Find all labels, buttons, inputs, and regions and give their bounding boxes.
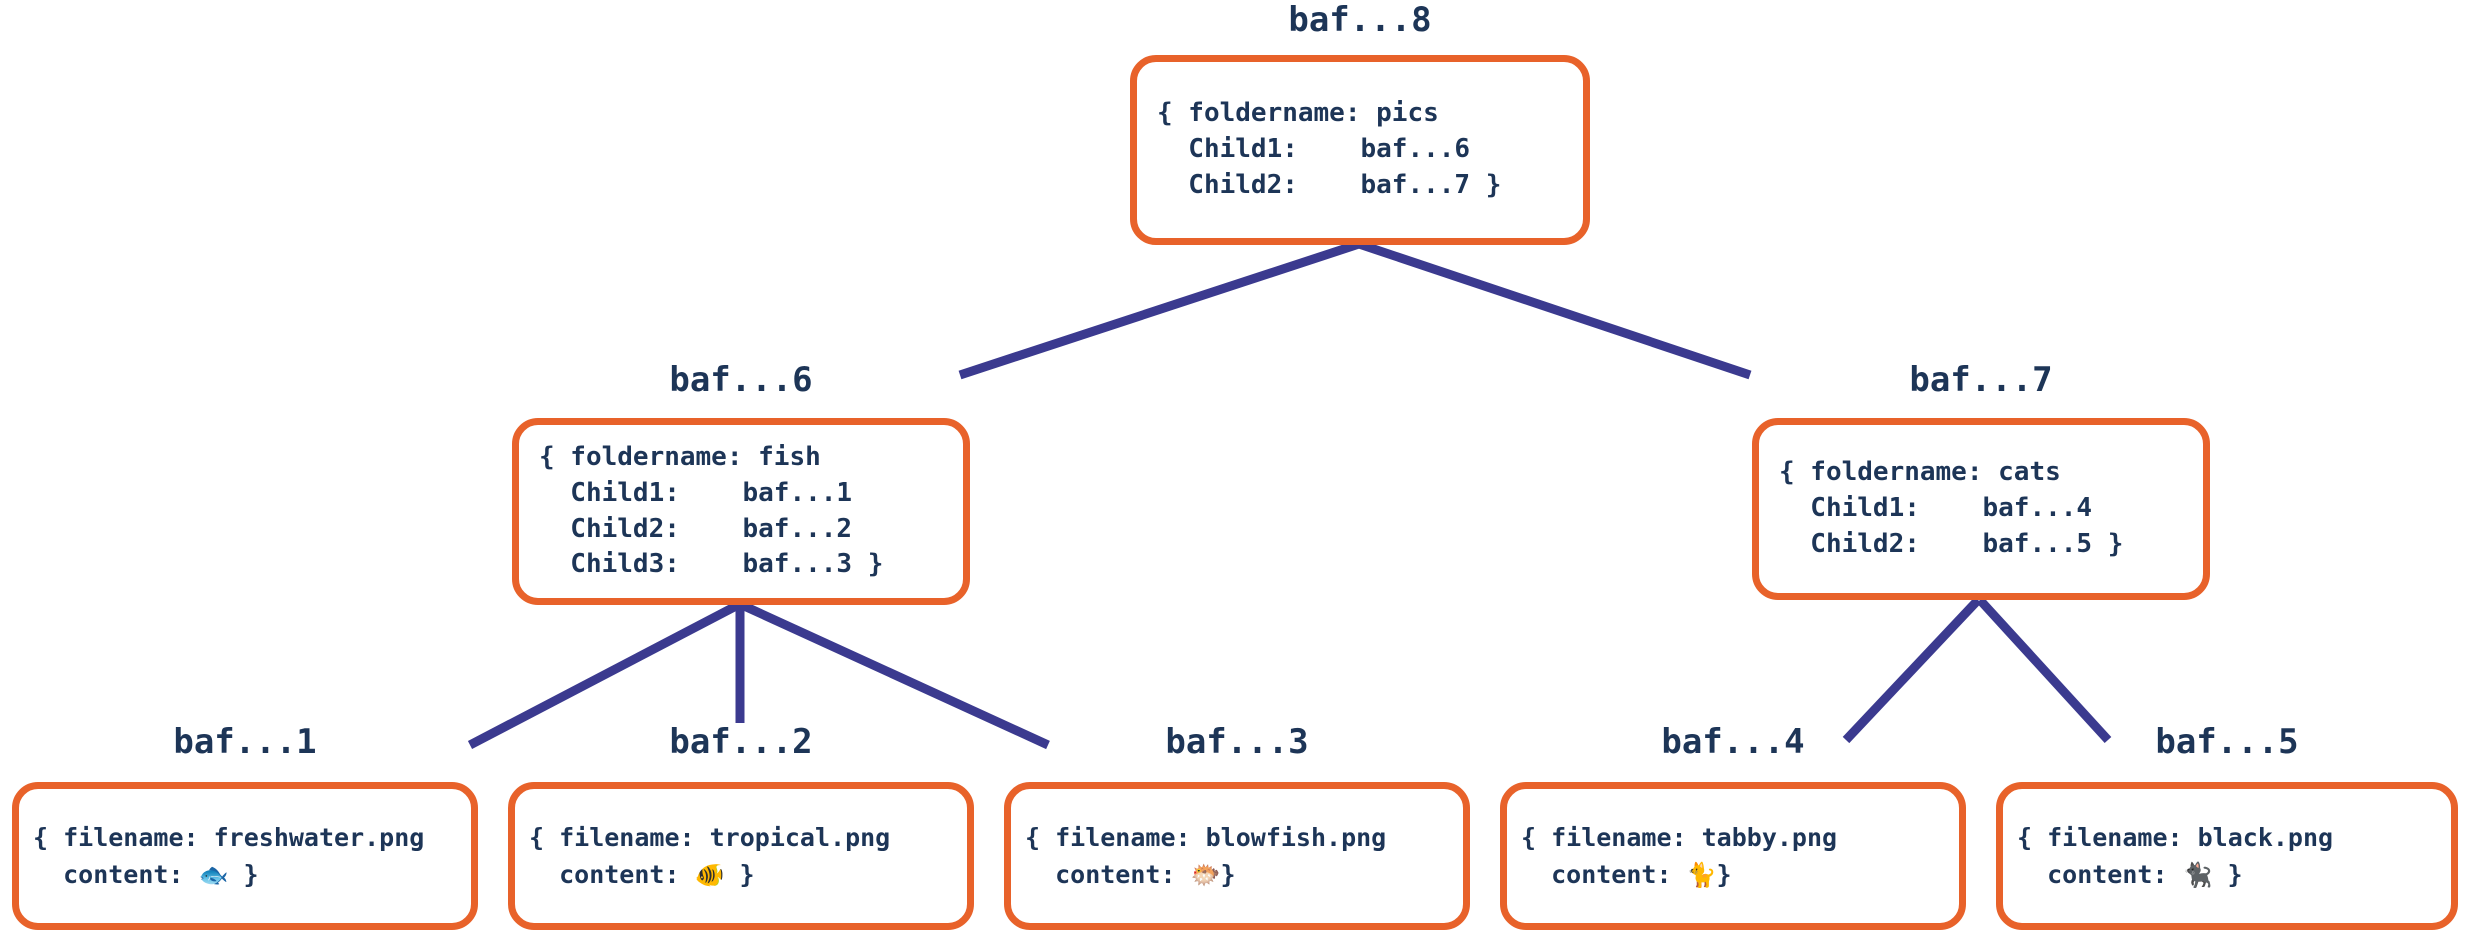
node-fish-line-4: Child3: baf...3 }	[539, 549, 884, 580]
node-cats-body: { foldername: cats Child1: baf...4 Child…	[1759, 455, 2123, 563]
cat-emoji: 🐈	[1686, 861, 1717, 889]
node-leaf4[interactable]: baf...4 { filename: tabby.png content: 🐈…	[1500, 722, 1966, 930]
node-cats-label: baf...7	[1909, 360, 2053, 400]
node-cats-line-3: Child2: baf...5 }	[1779, 528, 2124, 559]
node-leaf2-box[interactable]: { filename: tropical.png content: 🐠 }	[508, 782, 974, 930]
node-root-body: { foldername: pics Child1: baf...6 Child…	[1137, 96, 1501, 204]
node-leaf4-filename-line: { filename: tabby.png	[1521, 822, 1838, 852]
fish-emoji: 🐟	[198, 861, 229, 889]
black-cat-emoji: 🐈‍⬛	[2182, 861, 2213, 889]
node-leaf1-content-prefix: content:	[33, 860, 199, 889]
node-leaf4-body: { filename: tabby.png content: 🐈}	[1507, 819, 1837, 894]
node-leaf1-box[interactable]: { filename: freshwater.png content: 🐟 }	[12, 782, 478, 930]
blowfish-emoji: 🐡	[1190, 861, 1221, 889]
node-leaf4-label: baf...4	[1661, 722, 1805, 762]
node-root-line-1: { foldername: pics	[1157, 98, 1439, 129]
node-fish-body: { foldername: fish Child1: baf...1 Child…	[519, 440, 883, 584]
node-fish-label: baf...6	[669, 360, 813, 400]
node-leaf3-body: { filename: blowfish.png content: 🐡}	[1011, 819, 1386, 894]
edge-root-to-fish	[958, 239, 1361, 380]
node-fish-line-3: Child2: baf...2	[539, 513, 853, 544]
node-leaf3-content-prefix: content:	[1025, 860, 1191, 889]
node-leaf4-content-prefix: content:	[1521, 860, 1687, 889]
edge-cats-to-leaf5	[1976, 596, 2112, 744]
node-leaf4-box[interactable]: { filename: tabby.png content: 🐈}	[1500, 782, 1966, 930]
node-fish[interactable]: baf...6 { foldername: fish Child1: baf..…	[512, 360, 970, 605]
node-leaf5-filename-line: { filename: black.png	[2017, 822, 2334, 852]
node-leaf1-label: baf...1	[173, 722, 317, 762]
node-leaf1-filename-line: { filename: freshwater.png	[33, 822, 425, 852]
edge-cats-to-leaf4	[1842, 596, 1982, 744]
node-leaf3-label: baf...3	[1165, 722, 1309, 762]
node-cats[interactable]: baf...7 { foldername: cats Child1: baf..…	[1752, 360, 2210, 600]
node-root-line-2: Child1: baf...6	[1157, 134, 1471, 165]
node-leaf3[interactable]: baf...3 { filename: blowfish.png content…	[1004, 722, 1470, 930]
node-leaf1-content-suffix: }	[228, 860, 259, 889]
node-leaf2[interactable]: baf...2 { filename: tropical.png content…	[508, 722, 974, 930]
node-root[interactable]: baf...8 { foldername: pics Child1: baf..…	[1130, 0, 1590, 245]
node-leaf5[interactable]: baf...5 { filename: black.png content: 🐈…	[1996, 722, 2458, 930]
node-leaf3-filename-line: { filename: blowfish.png	[1025, 822, 1387, 852]
node-leaf1[interactable]: baf...1 { filename: freshwater.png conte…	[12, 722, 478, 930]
node-fish-box[interactable]: { foldername: fish Child1: baf...1 Child…	[512, 418, 970, 605]
node-leaf2-label: baf...2	[669, 722, 813, 762]
node-cats-line-2: Child1: baf...4	[1779, 493, 2093, 524]
node-root-box[interactable]: { foldername: pics Child1: baf...6 Child…	[1130, 55, 1590, 245]
node-leaf2-filename-line: { filename: tropical.png	[529, 822, 891, 852]
node-leaf1-body: { filename: freshwater.png content: 🐟 }	[19, 819, 424, 894]
tropical-fish-emoji: 🐠	[694, 861, 725, 889]
node-leaf2-content-prefix: content:	[529, 860, 695, 889]
node-fish-line-2: Child1: baf...1	[539, 477, 853, 508]
node-leaf4-content-suffix: }	[1716, 860, 1732, 889]
node-cats-box[interactable]: { foldername: cats Child1: baf...4 Child…	[1752, 418, 2210, 600]
node-fish-line-1: { foldername: fish	[539, 441, 821, 472]
node-leaf2-body: { filename: tropical.png content: 🐠 }	[515, 819, 890, 894]
node-leaf2-content-suffix: }	[724, 860, 755, 889]
node-root-label: baf...8	[1288, 0, 1432, 40]
node-root-line-3: Child2: baf...7 }	[1157, 169, 1502, 200]
node-leaf3-box[interactable]: { filename: blowfish.png content: 🐡}	[1004, 782, 1470, 930]
node-cats-line-1: { foldername: cats	[1779, 457, 2061, 488]
node-leaf3-content-suffix: }	[1220, 860, 1236, 889]
node-leaf5-content-suffix: }	[2212, 860, 2243, 889]
node-leaf5-content-prefix: content:	[2017, 860, 2183, 889]
edge-root-to-cats	[1357, 239, 1752, 380]
node-leaf5-body: { filename: black.png content: 🐈‍⬛ }	[2003, 819, 2333, 894]
node-leaf5-box[interactable]: { filename: black.png content: 🐈‍⬛ }	[1996, 782, 2458, 930]
node-leaf5-label: baf...5	[2155, 722, 2299, 762]
